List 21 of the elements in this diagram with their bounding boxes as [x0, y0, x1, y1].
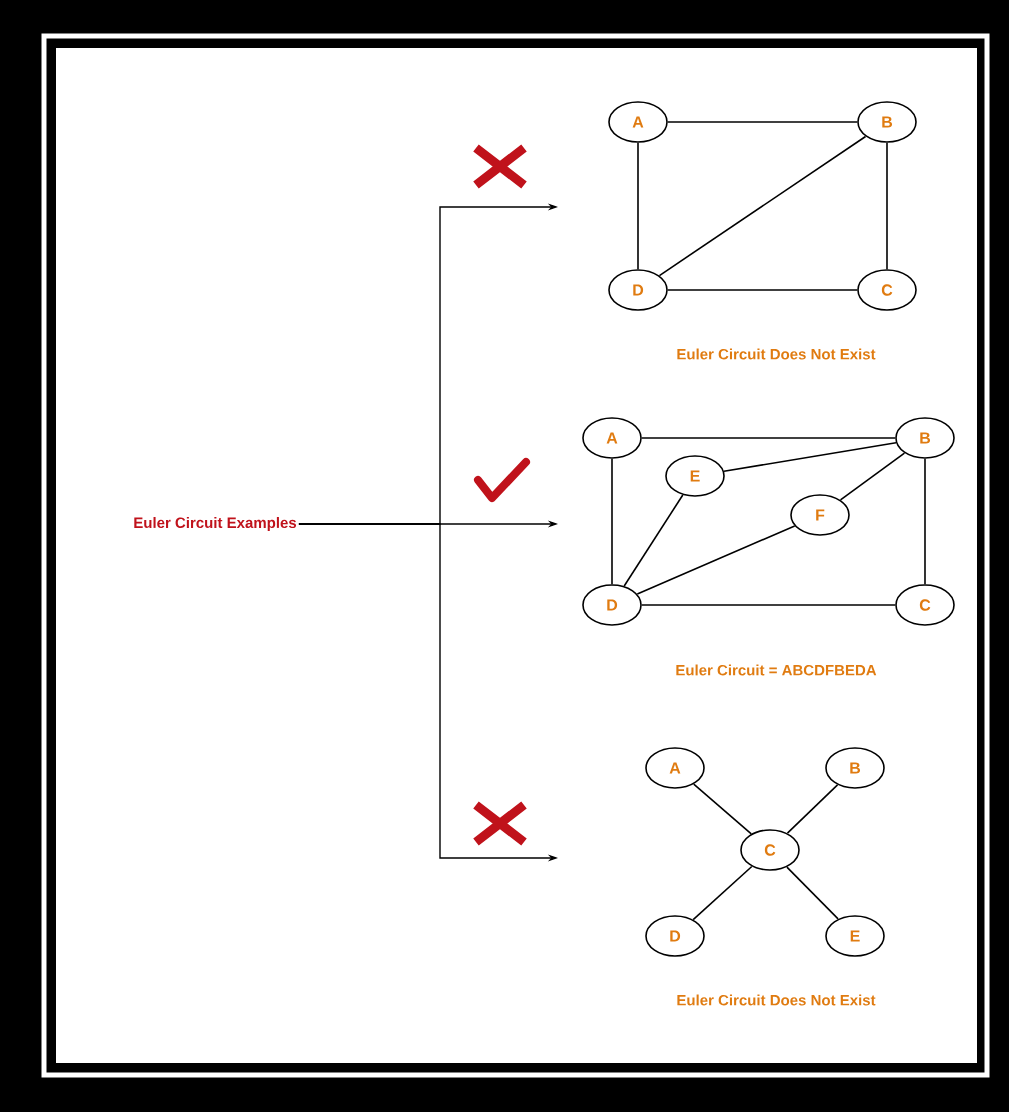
graph-edge — [886, 142, 888, 270]
caption-text: Euler Circuit = ABCDFBEDA — [676, 664, 877, 676]
graph-edge — [667, 121, 858, 123]
graph-edge — [692, 865, 753, 921]
graph-edge — [658, 135, 867, 277]
graph-edge — [636, 525, 796, 595]
graph-edge — [723, 442, 897, 473]
graph-edge — [641, 437, 896, 439]
graph-edge — [623, 494, 684, 587]
graph-edge — [839, 452, 906, 501]
graph-edge — [786, 784, 839, 834]
graph-edge — [667, 289, 858, 291]
graph-edge — [692, 783, 753, 835]
graph-edge — [924, 458, 926, 585]
text-label: Euler Circuit Examples — [131, 515, 299, 533]
graph-edge — [786, 866, 839, 920]
graph-edge — [637, 142, 639, 270]
caption-text: Euler Circuit Does Not Exist — [677, 994, 876, 1006]
graph-edge — [611, 458, 613, 585]
caption-text: Euler Circuit Does Not Exist — [677, 348, 876, 360]
graph-edge — [641, 604, 896, 606]
